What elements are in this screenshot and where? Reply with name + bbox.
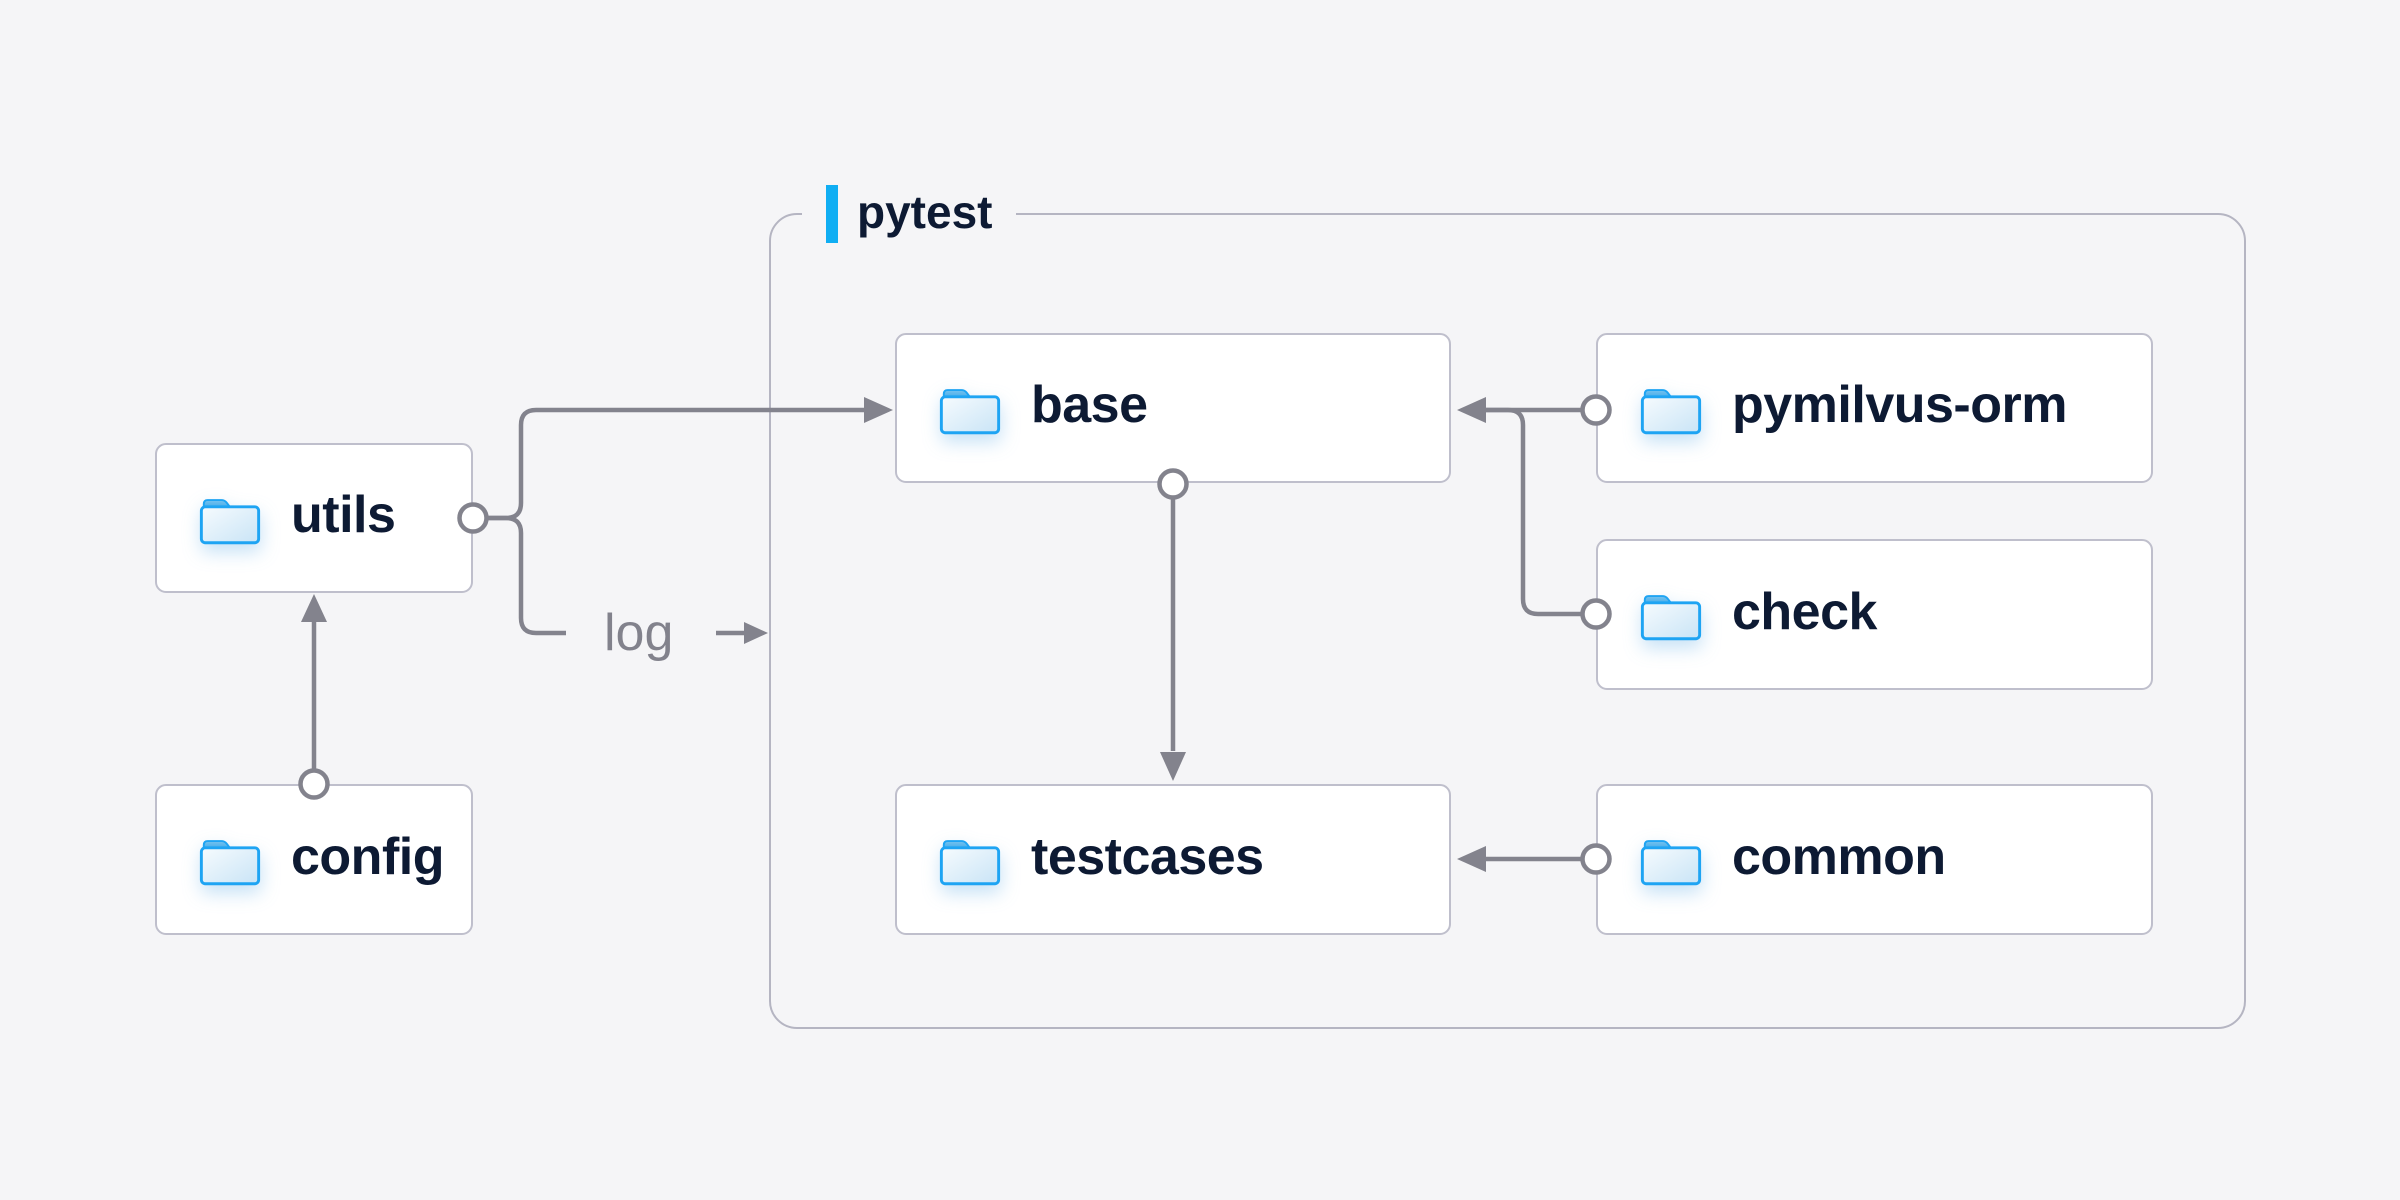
node-pymilvus-orm: pymilvus-orm [1596, 333, 2153, 483]
node-utils: utils [155, 443, 473, 593]
node-label: base [1031, 376, 1148, 434]
node-check: check [1596, 539, 2153, 690]
pytest-group-label: pytest [802, 183, 1017, 245]
accent-bar-icon [826, 185, 838, 243]
node-label: config [291, 827, 444, 886]
node-common: common [1596, 784, 2153, 935]
node-label: pymilvus-orm [1732, 376, 2067, 434]
folder-icon [199, 840, 261, 886]
node-base: base [895, 333, 1451, 483]
folder-icon [939, 840, 1001, 886]
group-label-text: pytest [857, 186, 993, 238]
node-label: utils [291, 486, 396, 544]
node-label: common [1732, 827, 1946, 886]
edge-utils-log [487, 515, 566, 636]
folder-icon [199, 498, 261, 544]
node-label: check [1732, 582, 1877, 641]
folder-icon [1640, 595, 1702, 641]
node-testcases: testcases [895, 784, 1451, 935]
folder-icon [939, 388, 1001, 434]
edge-label-log: log [604, 604, 674, 662]
folder-icon [1640, 840, 1702, 886]
node-config: config [155, 784, 473, 935]
arrowhead-right-small-icon [744, 622, 768, 644]
arrowhead-up-icon [301, 594, 327, 622]
node-label: testcases [1031, 827, 1264, 886]
pytest-group-frame [769, 213, 2246, 1029]
folder-icon [1640, 388, 1702, 434]
